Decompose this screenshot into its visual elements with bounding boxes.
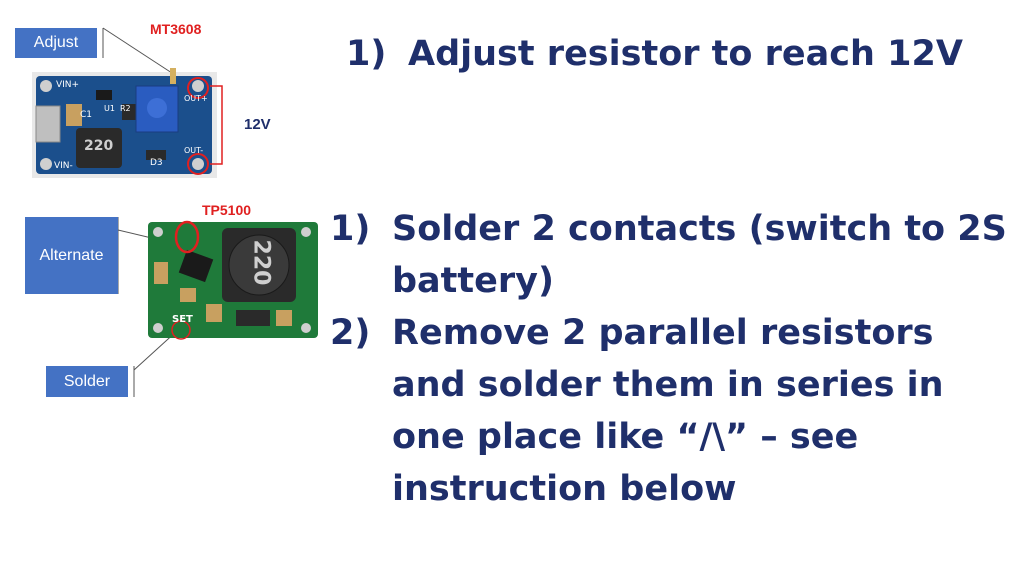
alternate-tag: Alternate <box>25 217 118 294</box>
mt3608-board <box>32 68 217 178</box>
mt3608-d3: D3 <box>150 158 163 168</box>
mt3608-u1: U1 <box>104 104 115 113</box>
mt3608-out-plus: OUT+ <box>184 94 208 103</box>
solder-tag: Solder <box>46 366 128 397</box>
mt3608-inductor-label: 220 <box>84 138 114 154</box>
tp5100-label: TP5100 <box>202 202 252 218</box>
mt3608-r2: R2 <box>120 104 131 113</box>
mt3608-out-minus: OUT- <box>184 146 204 155</box>
mt3608-c1: C1 <box>80 110 93 120</box>
tp5100-board <box>148 220 318 340</box>
tp5100-inductor-label: 220 <box>248 239 274 286</box>
step-bottom-1-text: Solder 2 contacts (switch to 2S battery) <box>392 209 1007 301</box>
step-top-1-number: 1) <box>346 34 387 74</box>
mt3608-vin-minus: VIN- <box>54 161 73 171</box>
voltage-label: 12V <box>244 116 271 133</box>
step-bottom-1-number: 1) <box>330 209 371 249</box>
mt3608-vin-plus: VIN+ <box>56 80 80 90</box>
voltage-bracket <box>210 85 223 165</box>
tp5100-set-label: SET <box>172 314 193 325</box>
step-bottom-2-number: 2) <box>330 313 371 353</box>
step-bottom-2-text: Remove 2 parallel resistors and solder t… <box>392 313 944 509</box>
mt3608-label: MT3608 <box>150 21 202 37</box>
adjust-callout-line <box>102 27 176 76</box>
step-top-1-text: Adjust resistor to reach 12V <box>408 34 963 74</box>
adjust-tag: Adjust <box>15 28 97 58</box>
